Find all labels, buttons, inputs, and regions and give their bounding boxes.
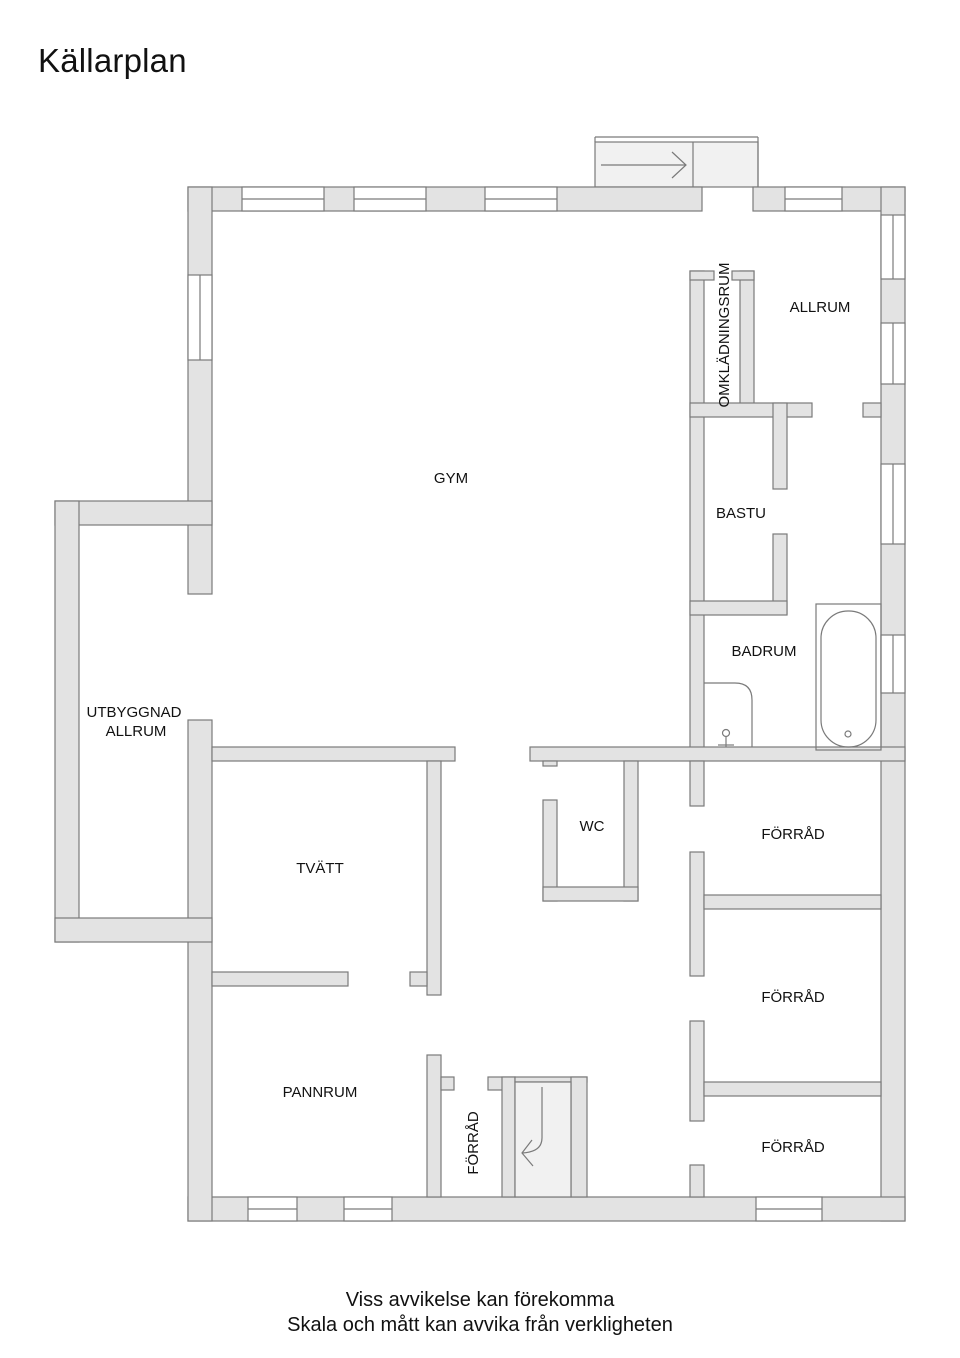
- room-label-tvatt: TVÄTT: [296, 860, 344, 877]
- entrance-stair: [594, 136, 759, 188]
- page-title: Källarplan: [38, 42, 187, 79]
- room-label-gym: GYM: [434, 470, 468, 487]
- room-labels: GYM OMKLÄDNINGSRUM ALLRUM BASTU BADRUM U…: [86, 262, 850, 1174]
- interior-walls: [211, 270, 906, 1198]
- interior-stair: [514, 1081, 572, 1198]
- bathroom-fixtures: [704, 603, 882, 751]
- room-label-bastu: BASTU: [716, 505, 766, 522]
- room-label-utbyggnad-1: UTBYGGNAD: [86, 704, 181, 721]
- room-label-badrum: BADRUM: [731, 643, 796, 660]
- disclaimer-line-1: Viss avvikelse kan förekomma: [345, 1289, 615, 1311]
- disclaimer: Viss avvikelse kan förekomma Skala och m…: [0, 1288, 960, 1338]
- room-label-wc: WC: [580, 818, 605, 835]
- disclaimer-line-2: Skala och mått kan avvika från verklighe…: [287, 1314, 673, 1336]
- room-label-allrum: ALLRUM: [790, 299, 851, 316]
- windows: [187, 186, 906, 1222]
- room-label-forrad-small: FÖRRÅD: [464, 1111, 482, 1175]
- room-label-forrad-1: FÖRRÅD: [761, 825, 825, 843]
- room-label-utbyggnad-2: ALLRUM: [106, 723, 167, 740]
- room-label-pannrum: PANNRUM: [283, 1084, 358, 1101]
- room-label-forrad-3: FÖRRÅD: [761, 1138, 825, 1156]
- room-label-forrad-2: FÖRRÅD: [761, 988, 825, 1006]
- room-label-omkladningsrum: OMKLÄDNINGSRUM: [716, 262, 733, 407]
- exterior-walls: [54, 186, 906, 1222]
